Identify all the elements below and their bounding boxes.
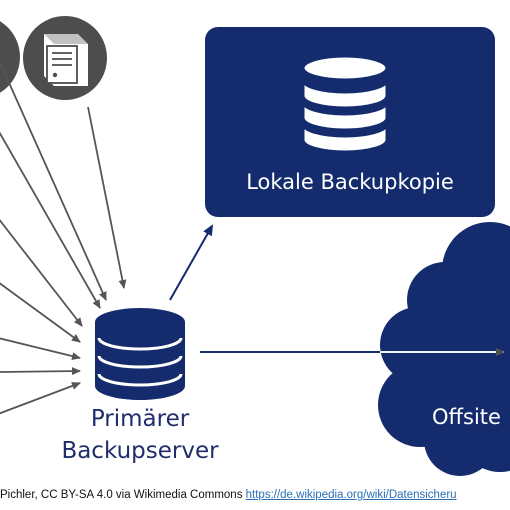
offsite-label: Offsite [432, 405, 501, 429]
primary-server-label-line2: Backupserver [61, 438, 219, 464]
image-credit: Pichler, CC BY-SA 4.0 via Wikimedia Comm… [0, 480, 510, 510]
incoming-arrows [0, 60, 127, 415]
database-icon [301, 54, 389, 154]
primary-server-label: Primärer Backupserver [40, 403, 240, 467]
credit-link[interactable]: https://de.wikipedia.org/wiki/Datensiche… [245, 489, 457, 501]
arrow-to-local [169, 224, 213, 301]
local-backup-label: Lokale Backupkopie [246, 170, 454, 194]
server-tower-icon [23, 16, 107, 100]
credit-text: Pichler, CC BY-SA 4.0 via Wikimedia Comm… [0, 489, 246, 501]
primary-server-label-line1: Primärer [90, 406, 190, 432]
cloud-icon [378, 222, 510, 476]
primary-database-icon [95, 308, 185, 400]
